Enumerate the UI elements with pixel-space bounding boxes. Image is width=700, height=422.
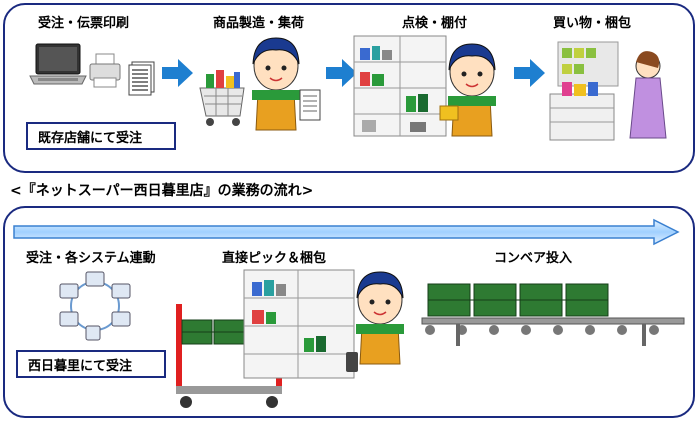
step-inspect-shelve-label: 点検・棚付 <box>402 16 468 31</box>
long-flow-arrow-icon <box>13 218 680 246</box>
existing-store-order-box: 既存店舗にて受注 <box>26 122 176 150</box>
laptop-icon <box>29 43 87 85</box>
conveyor-illustration <box>421 283 685 346</box>
shopper-illustration <box>549 41 667 141</box>
step-shopping-pack-label: 買い物・梱包 <box>553 16 632 31</box>
document-stack-icon <box>128 61 155 96</box>
flow-arrow-icon <box>162 59 193 87</box>
step-order-systems-label: 受注・各システム連動 <box>26 251 156 266</box>
direct-pick-worker-illustration <box>243 269 404 379</box>
nishinippori-order-box: 西日暮里にて受注 <box>16 350 166 378</box>
shelf-with-worker-illustration <box>353 35 496 137</box>
system-network-icon <box>59 271 131 341</box>
step-conveyor-input-label: コンベア投入 <box>494 251 573 266</box>
flow-arrow-icon <box>514 59 545 87</box>
printer-icon <box>89 53 121 88</box>
section-title: <『ネットスーパー西日暮里店』の業務の流れ> <box>10 183 314 199</box>
step-direct-pick-pack-label: 直接ピック＆梱包 <box>222 251 327 266</box>
worker-with-cart-illustration <box>199 37 321 131</box>
flow-arrow-icon <box>326 59 357 87</box>
step-manufacture-collect-label: 商品製造・集荷 <box>213 16 305 31</box>
step-order-print-label: 受注・伝票印刷 <box>38 16 130 31</box>
